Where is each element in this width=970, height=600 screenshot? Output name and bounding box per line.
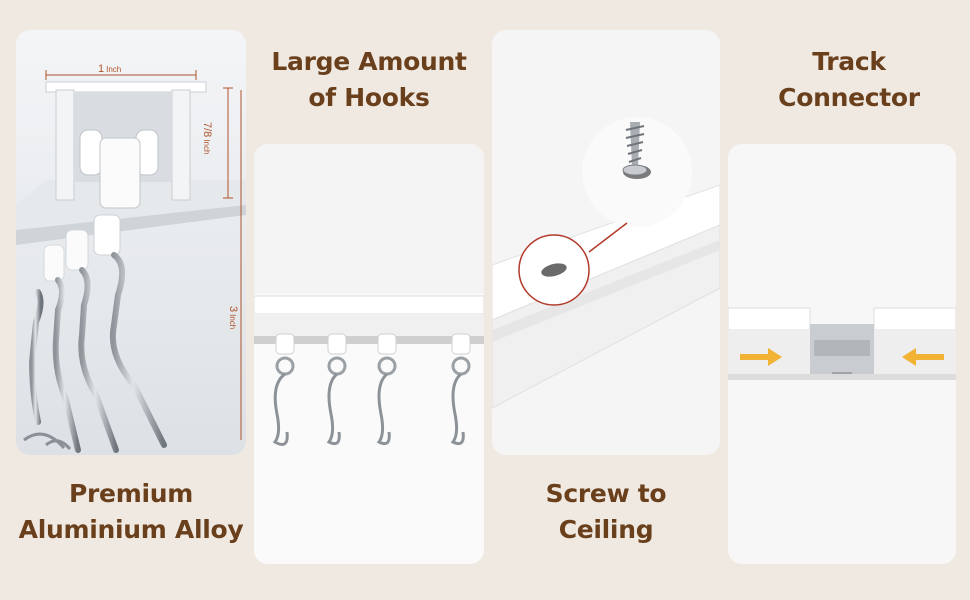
hook-group <box>272 333 471 446</box>
caption-track-connector: Track Connector <box>778 47 920 112</box>
caption-large-amount-hooks: Large Amount of Hooks <box>271 47 467 112</box>
track-screw-illustration <box>492 30 720 455</box>
track-connector-photo <box>728 144 956 564</box>
track-with-hooks-illustration <box>254 144 484 564</box>
length-dimension-label: 3Inch <box>227 306 239 329</box>
height-dimension-label: 7/8Inch <box>201 122 213 154</box>
arrow-right-icon <box>740 348 782 366</box>
screw-to-ceiling-photo <box>492 30 720 455</box>
hooks-photo <box>254 144 484 564</box>
caption-premium-aluminium: Premium Aluminium Alloy <box>18 479 244 544</box>
caption-screw-to-ceiling: Screw to Ceiling <box>545 479 667 544</box>
arrow-left-icon <box>902 348 944 366</box>
screw-icon <box>622 122 648 176</box>
track-connector-illustration <box>728 144 956 564</box>
